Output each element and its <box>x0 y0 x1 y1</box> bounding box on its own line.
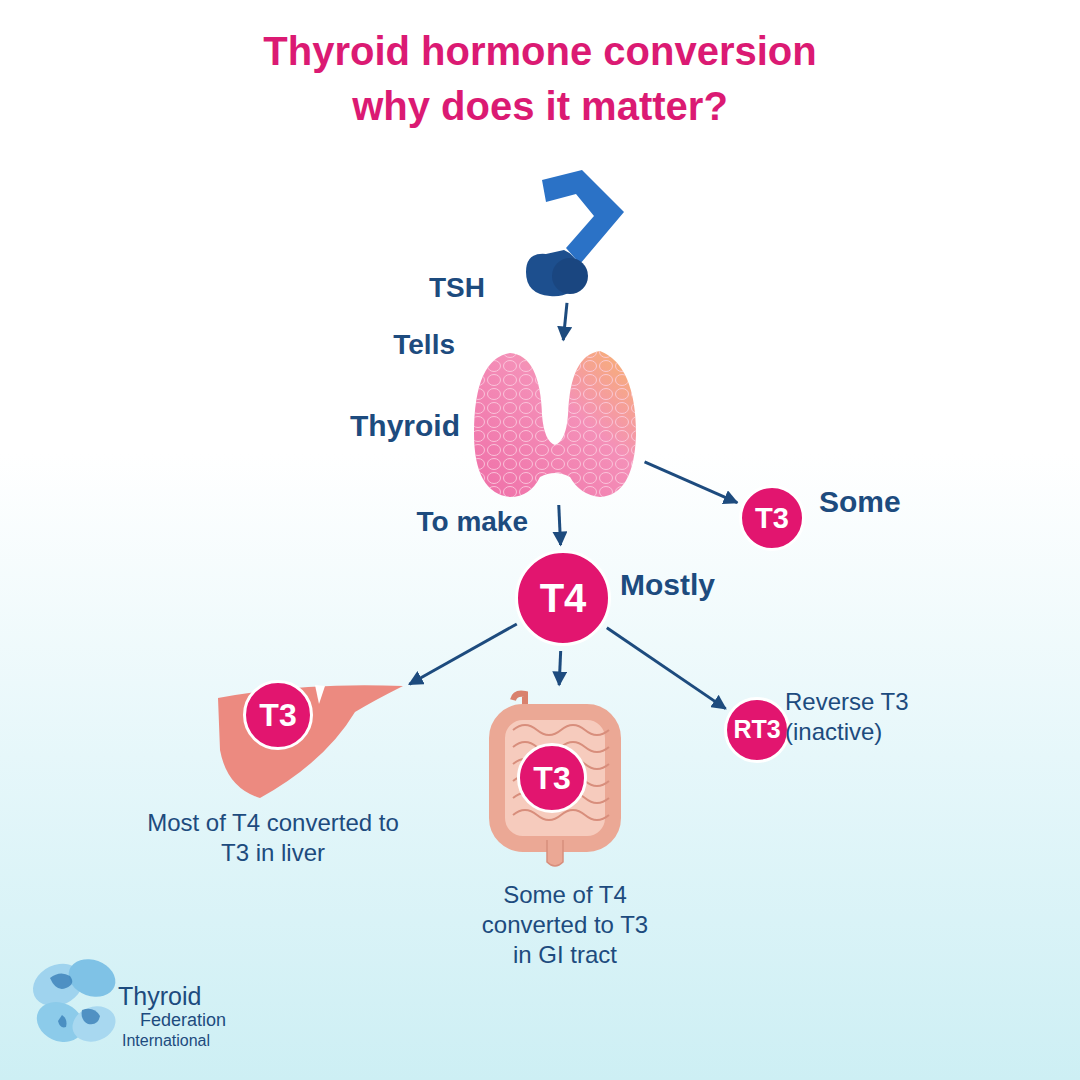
circle-label: T3 <box>533 758 570 798</box>
logo-globe <box>26 953 121 1049</box>
node-outline <box>470 345 640 500</box>
flow-arrow <box>559 651 560 685</box>
flow-arrow <box>607 628 726 709</box>
hormone-disc <box>517 552 610 645</box>
node-caption: Thyroid <box>350 407 460 445</box>
edge-label: To make <box>416 504 528 539</box>
rectum <box>547 840 563 866</box>
pituitary-organ: TSH <box>520 168 628 298</box>
flow-arrow <box>409 624 516 684</box>
pituitary-stalk <box>542 170 624 264</box>
node-outline <box>215 680 405 800</box>
thyroid-gland <box>474 351 636 497</box>
small-intestine <box>513 725 609 820</box>
node-caption: TSH <box>429 270 485 305</box>
thyroid-texture <box>474 351 636 497</box>
liver-organ: Most of T4 converted to T3 in liverT3 <box>215 680 405 800</box>
logo-text: Thyroid <box>118 983 201 1011</box>
hormone-disc <box>741 487 804 550</box>
title: Thyroid hormone conversion why does it m… <box>235 24 845 134</box>
hormone-disc <box>726 699 789 762</box>
thyroid-organ: Thyroid <box>470 345 640 500</box>
large-intestine <box>497 712 613 844</box>
flow-arrow <box>563 303 567 340</box>
node-caption: Reverse T3 (inactive) <box>785 687 970 747</box>
hormone-circle: T4Mostly <box>515 550 611 646</box>
circle-label: RT3 <box>733 714 780 745</box>
circle-label: T3 <box>755 500 789 536</box>
node-caption: Some <box>819 483 901 521</box>
hormone-disc <box>245 682 312 749</box>
node-caption: Mostly <box>620 566 715 604</box>
flow-arrow <box>559 505 561 545</box>
hormone-circle: RT3Reverse T3 (inactive) <box>724 697 790 763</box>
circle-label: T4 <box>540 573 587 623</box>
liver-notch <box>315 685 325 704</box>
hormone-circle: T3 <box>517 743 587 813</box>
hormone-circle: T3 <box>243 680 313 750</box>
hormone-disc <box>519 745 586 812</box>
flow-arrow <box>645 462 738 503</box>
hormone-circle: T3Some <box>739 485 805 551</box>
pituitary-lobe <box>552 258 588 294</box>
gi-organ: Some of T4 converted to T3 in GI tractT3 <box>485 690 625 870</box>
circle-label: T3 <box>259 695 296 735</box>
node-caption: Most of T4 converted to T3 in liver <box>146 808 401 868</box>
logo-text: Federation <box>140 1011 226 1031</box>
logo-text: International <box>122 1032 210 1050</box>
node-outline <box>520 168 628 298</box>
node-caption: Some of T4 converted to T3 in GI tract <box>470 880 660 970</box>
edge-label: Tells <box>393 327 455 362</box>
